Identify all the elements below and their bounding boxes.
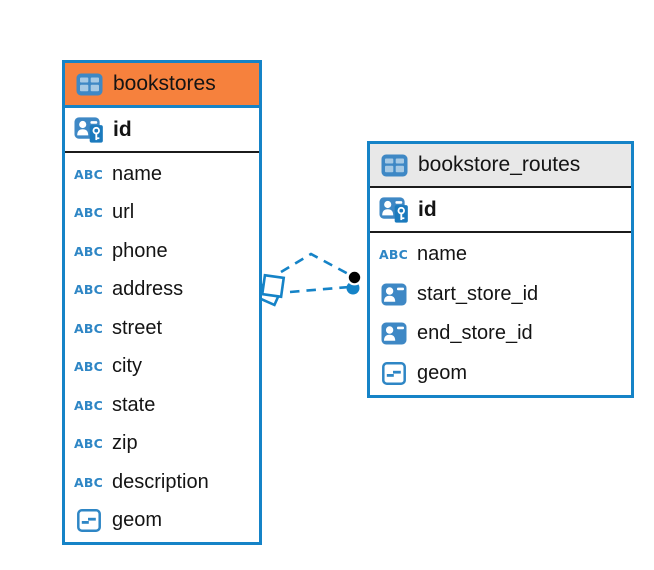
relation-line-lower[interactable] — [289, 285, 350, 294]
column-row-address[interactable]: ABC address — [65, 271, 259, 310]
column-row-name[interactable]: ABC name — [370, 235, 631, 275]
column-label: name — [417, 243, 468, 266]
column-row-street[interactable]: ABC street — [65, 309, 259, 348]
primary-key-label: id — [418, 197, 437, 221]
column-row-phone[interactable]: ABC phone — [65, 232, 259, 271]
geometry-icon — [74, 509, 104, 533]
primary-key-label: id — [113, 117, 132, 141]
text-abc-icon: ABC — [74, 397, 103, 413]
primary-key-icon — [74, 116, 104, 144]
column-label: start_store_id — [417, 282, 539, 305]
table-header[interactable]: bookstore_routes — [370, 144, 631, 188]
relation-line-upper[interactable] — [280, 252, 353, 278]
text-abc-icon: ABC — [74, 359, 103, 375]
column-row-description[interactable]: ABC description — [65, 463, 259, 502]
relation-endpoint-dot-black[interactable] — [346, 269, 363, 286]
column-label: street — [112, 316, 163, 339]
text-abc-icon: ABC — [74, 474, 103, 490]
relation-endpoint-dot-blue[interactable] — [346, 281, 360, 295]
column-row-geom[interactable]: geom — [370, 354, 631, 394]
text-abc-icon: ABC — [379, 247, 408, 263]
column-label: name — [112, 162, 163, 185]
column-row-city[interactable]: ABC city — [65, 348, 259, 387]
table-bookstore-routes[interactable]: bookstore_routes id ABC name start_store_i… — [367, 141, 634, 398]
column-row-geom[interactable]: geom — [65, 502, 259, 541]
table-header[interactable]: bookstores — [65, 63, 259, 108]
text-abc-icon: ABC — [74, 166, 103, 182]
column-label: description — [112, 470, 209, 493]
table-icon — [74, 73, 104, 96]
column-row-end_store_id[interactable]: end_store_id — [370, 314, 631, 354]
text-abc-icon: ABC — [74, 243, 103, 259]
column-row-name[interactable]: ABC name — [65, 155, 259, 194]
column-label: end_store_id — [417, 322, 533, 345]
text-abc-icon: ABC — [74, 320, 103, 336]
primary-key-icon — [379, 196, 409, 224]
primary-key-row[interactable]: id — [65, 108, 259, 153]
column-label: url — [112, 201, 135, 224]
table-title: bookstore_routes — [418, 153, 581, 176]
foreign-key-icon — [379, 283, 409, 306]
column-row-url[interactable]: ABC url — [65, 194, 259, 233]
geometry-icon — [379, 361, 409, 385]
table-icon — [379, 154, 409, 177]
text-abc-icon: ABC — [74, 282, 103, 298]
primary-key-row[interactable]: id — [370, 188, 631, 233]
column-row-state[interactable]: ABC state — [65, 386, 259, 425]
text-abc-icon: ABC — [74, 436, 103, 452]
column-row-start_store_id[interactable]: start_store_id — [370, 275, 631, 315]
column-label: geom — [112, 509, 163, 532]
column-label: zip — [112, 432, 138, 455]
column-label: address — [112, 278, 184, 301]
column-label: state — [112, 393, 156, 416]
column-row-zip[interactable]: ABC zip — [65, 425, 259, 464]
foreign-key-icon — [379, 322, 409, 345]
column-label: phone — [112, 239, 168, 262]
table-title: bookstores — [113, 72, 216, 95]
column-label: city — [112, 355, 142, 378]
column-label: geom — [417, 361, 468, 384]
text-abc-icon: ABC — [74, 205, 103, 221]
